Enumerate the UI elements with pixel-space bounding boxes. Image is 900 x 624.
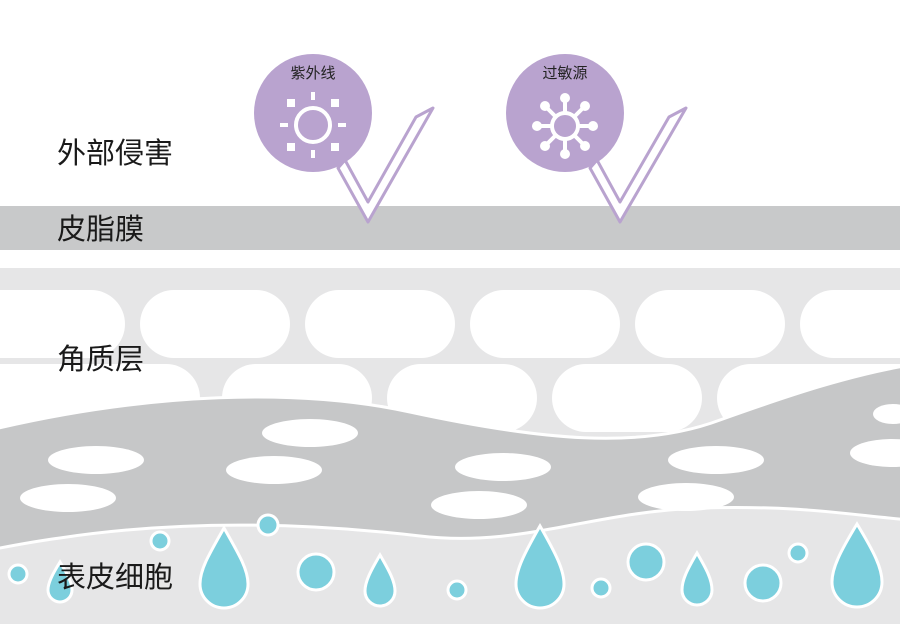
droplet bbox=[149, 530, 171, 552]
allergen-badge-label: 过敏源 bbox=[542, 64, 588, 82]
droplet bbox=[7, 563, 29, 585]
droplet bbox=[256, 513, 280, 537]
droplet bbox=[680, 550, 714, 607]
droplet bbox=[296, 552, 336, 592]
droplet bbox=[743, 563, 783, 603]
droplet bbox=[787, 542, 809, 564]
droplet bbox=[363, 552, 397, 608]
water-droplets bbox=[7, 513, 884, 610]
sebum-band bbox=[0, 206, 900, 250]
droplet bbox=[590, 577, 612, 599]
allergen-threat-badge bbox=[506, 54, 688, 224]
droplet bbox=[626, 542, 666, 582]
sun-icon bbox=[280, 92, 346, 158]
droplet bbox=[198, 524, 250, 610]
epidermis-cells bbox=[20, 404, 900, 519]
droplet bbox=[46, 559, 74, 604]
uv-threat-badge bbox=[254, 54, 435, 224]
uv-badge-label: 紫外线 bbox=[290, 64, 336, 82]
uv-badge-circle bbox=[254, 54, 372, 172]
layer-label-epidermis: 表皮细胞 bbox=[57, 560, 174, 594]
layer-label-external: 外部侵害 bbox=[57, 136, 174, 170]
droplet bbox=[514, 522, 566, 610]
layer-label-stratum: 角质层 bbox=[57, 342, 145, 376]
droplet bbox=[830, 521, 884, 609]
droplet bbox=[446, 579, 468, 601]
stratum-cell-row-top bbox=[0, 290, 900, 358]
layer-label-sebum: 皮脂膜 bbox=[57, 212, 145, 246]
